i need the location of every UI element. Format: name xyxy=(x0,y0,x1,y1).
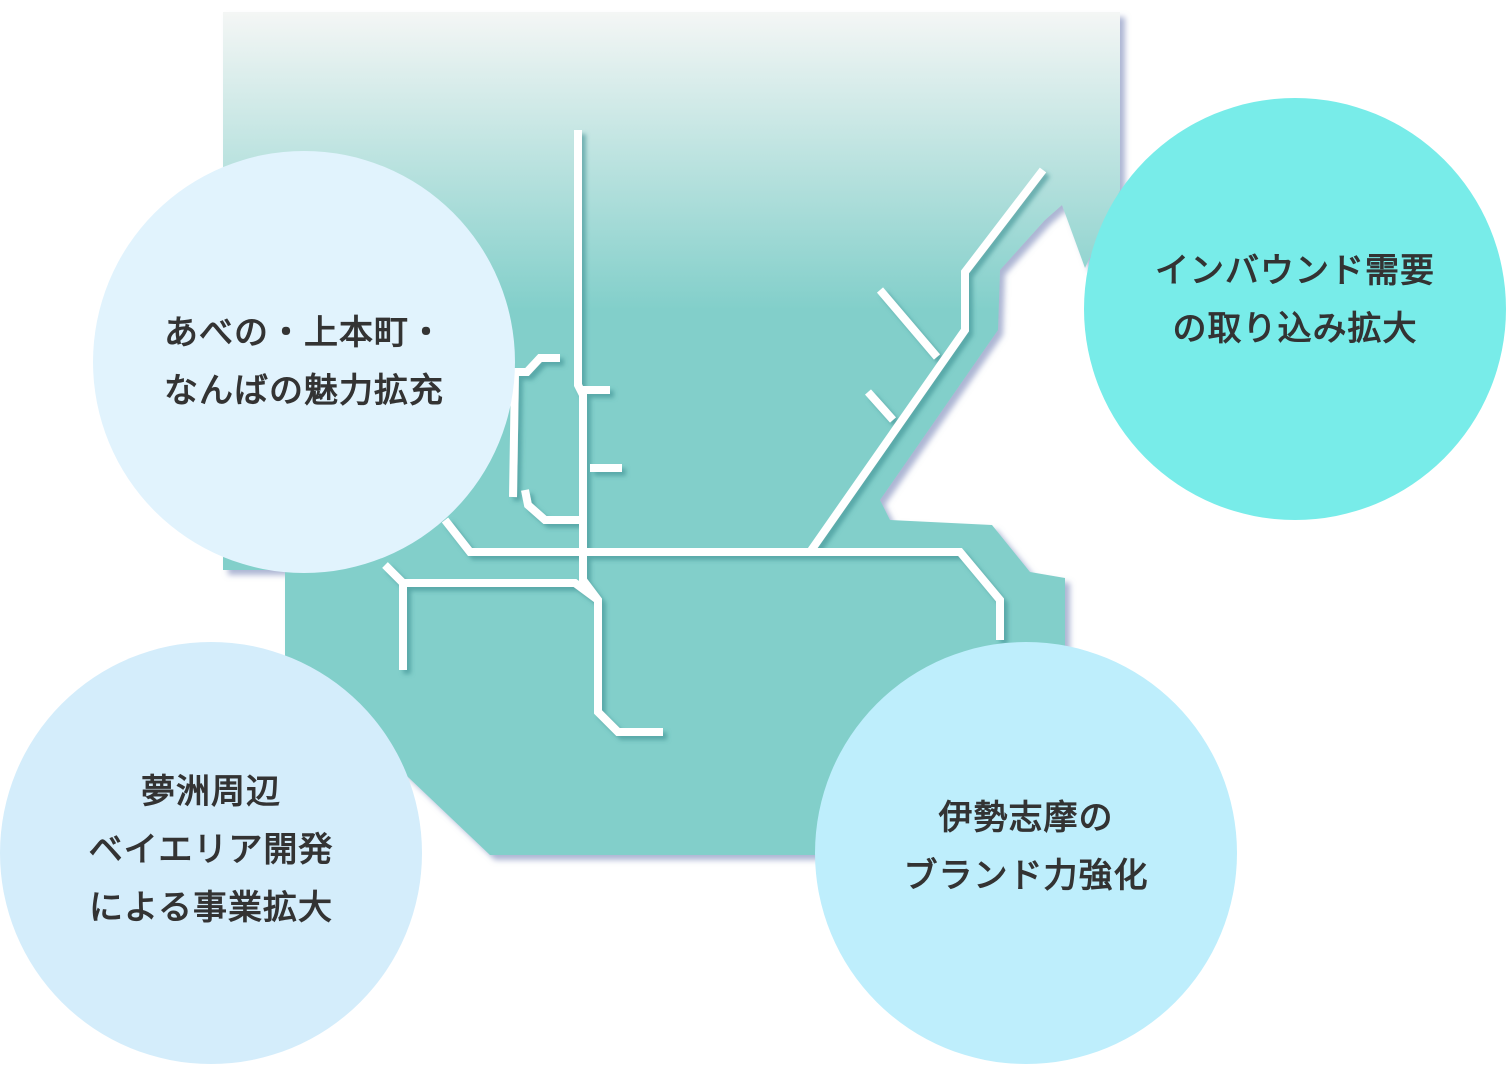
rail-branch-2 xyxy=(865,389,896,423)
circle-text-line: なんばの魅力拡充 xyxy=(164,371,444,411)
rail-line-northeast xyxy=(806,167,1047,555)
rail-line-west xyxy=(382,562,601,604)
circle-text-line: の取り込み拡大 xyxy=(1172,309,1418,349)
rail-branch-1 xyxy=(876,287,941,360)
circle-ise-shima-brand: 伊勢志摩の ブランド力強化 xyxy=(815,642,1237,1064)
rail-line-east-west xyxy=(441,517,1004,640)
circle-text-line: あべの・上本町・ xyxy=(164,313,444,353)
circle-abeno-uehommachi-namba: あべの・上本町・ なんばの魅力拡充 xyxy=(93,151,515,573)
rail-line-loop xyxy=(509,354,560,498)
circle-text-line: 夢洲周辺 xyxy=(140,771,281,812)
circle-text-line: インバウンド需要 xyxy=(1155,251,1435,291)
circle-yumeshima-bayarea: 夢洲周辺 ベイエリア開発 による事業拡大 xyxy=(0,642,422,1064)
circle-text-line: ブランド力強化 xyxy=(903,856,1149,896)
rail-lines xyxy=(382,130,1047,736)
circle-text-line: による事業拡大 xyxy=(89,887,333,928)
circle-text-line: 伊勢志摩の xyxy=(938,798,1114,838)
rail-line-loop-south xyxy=(521,489,583,524)
circle-text-line: ベイエリア開発 xyxy=(88,829,334,870)
circle-inbound-demand: インバウンド需要 の取り込み拡大 xyxy=(1084,98,1506,520)
